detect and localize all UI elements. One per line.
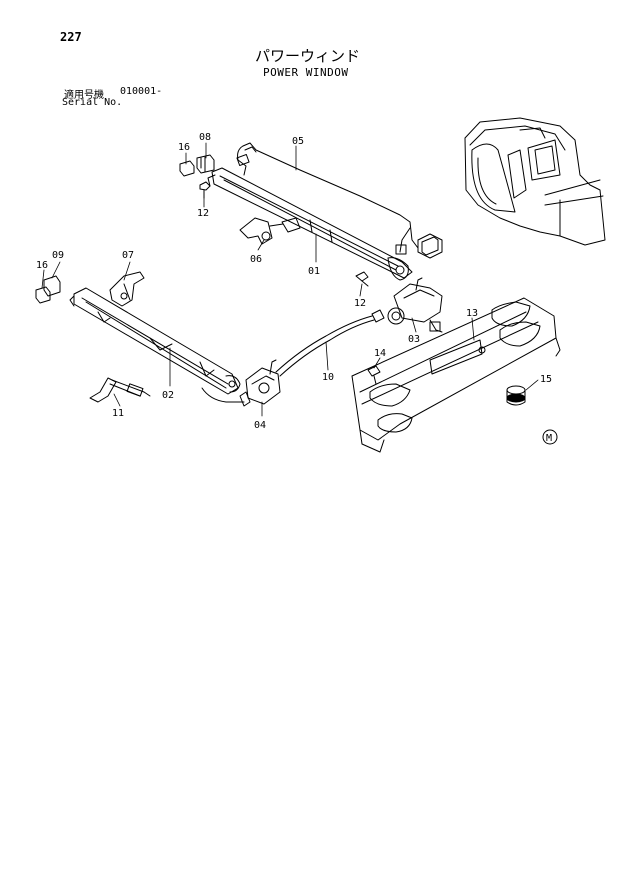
m-mark: M bbox=[542, 429, 558, 445]
page-number: 227 bbox=[60, 30, 82, 44]
callout-05: 05 bbox=[292, 136, 304, 147]
part-08-clip bbox=[196, 154, 215, 174]
page-title-japanese: パワーウィンド bbox=[255, 47, 361, 65]
callout-14: 14 bbox=[374, 348, 386, 359]
part-10-cable bbox=[275, 309, 385, 377]
part-07-bracket bbox=[109, 271, 145, 307]
serial-label-english: Serial No. bbox=[62, 97, 123, 108]
part-14-bolt bbox=[367, 365, 381, 385]
part-09-clip bbox=[43, 275, 61, 297]
callout-07: 07 bbox=[122, 250, 134, 261]
part-01-window-regulator-rail bbox=[207, 167, 413, 281]
callout-10: 10 bbox=[322, 372, 334, 383]
part-12-screw-middle bbox=[355, 271, 369, 287]
callout-02: 02 bbox=[162, 390, 174, 401]
callout-03: 03 bbox=[408, 334, 420, 345]
leader-lines bbox=[41, 142, 539, 417]
cab-outline-illustration bbox=[464, 117, 606, 246]
part-06-bracket bbox=[239, 217, 301, 245]
callout-13: 13 bbox=[466, 308, 478, 319]
callout-01: 01 bbox=[308, 266, 320, 277]
part-04-motor bbox=[239, 359, 281, 407]
callout-12-middle: 12 bbox=[354, 298, 366, 309]
callout-04: 04 bbox=[254, 420, 266, 431]
callout-15: 15 bbox=[540, 374, 552, 385]
callout-06: 06 bbox=[250, 254, 262, 265]
serial-label-japanese: 適用号機 bbox=[64, 90, 104, 101]
part-16-cap-upper bbox=[179, 160, 195, 177]
callout-16-lower: 16 bbox=[36, 260, 48, 271]
part-13-floor-plate bbox=[351, 297, 561, 453]
part-05-harness bbox=[236, 142, 443, 259]
part-15-rubber-mount bbox=[506, 385, 526, 406]
part-03-switch-assembly bbox=[387, 277, 443, 333]
callout-labels: 16 08 05 12 06 01 12 09 16 07 02 03 04 1… bbox=[36, 132, 552, 431]
part-02-lower-regulator-rail bbox=[69, 287, 245, 403]
callout-11: 11 bbox=[112, 408, 124, 419]
callout-08: 08 bbox=[199, 132, 211, 143]
page-title-english: POWER WINDOW bbox=[263, 66, 349, 79]
serial-number-range: 010001- bbox=[120, 86, 163, 97]
part-11-crank-handle bbox=[89, 377, 151, 403]
part-16-cap-lower bbox=[35, 286, 51, 304]
callout-16-upper: 16 bbox=[178, 142, 190, 153]
part-12-screw-upper bbox=[199, 181, 211, 199]
callout-09: 09 bbox=[52, 250, 64, 261]
m-mark-letter: M bbox=[546, 433, 552, 444]
callout-12-upper: 12 bbox=[197, 208, 209, 219]
